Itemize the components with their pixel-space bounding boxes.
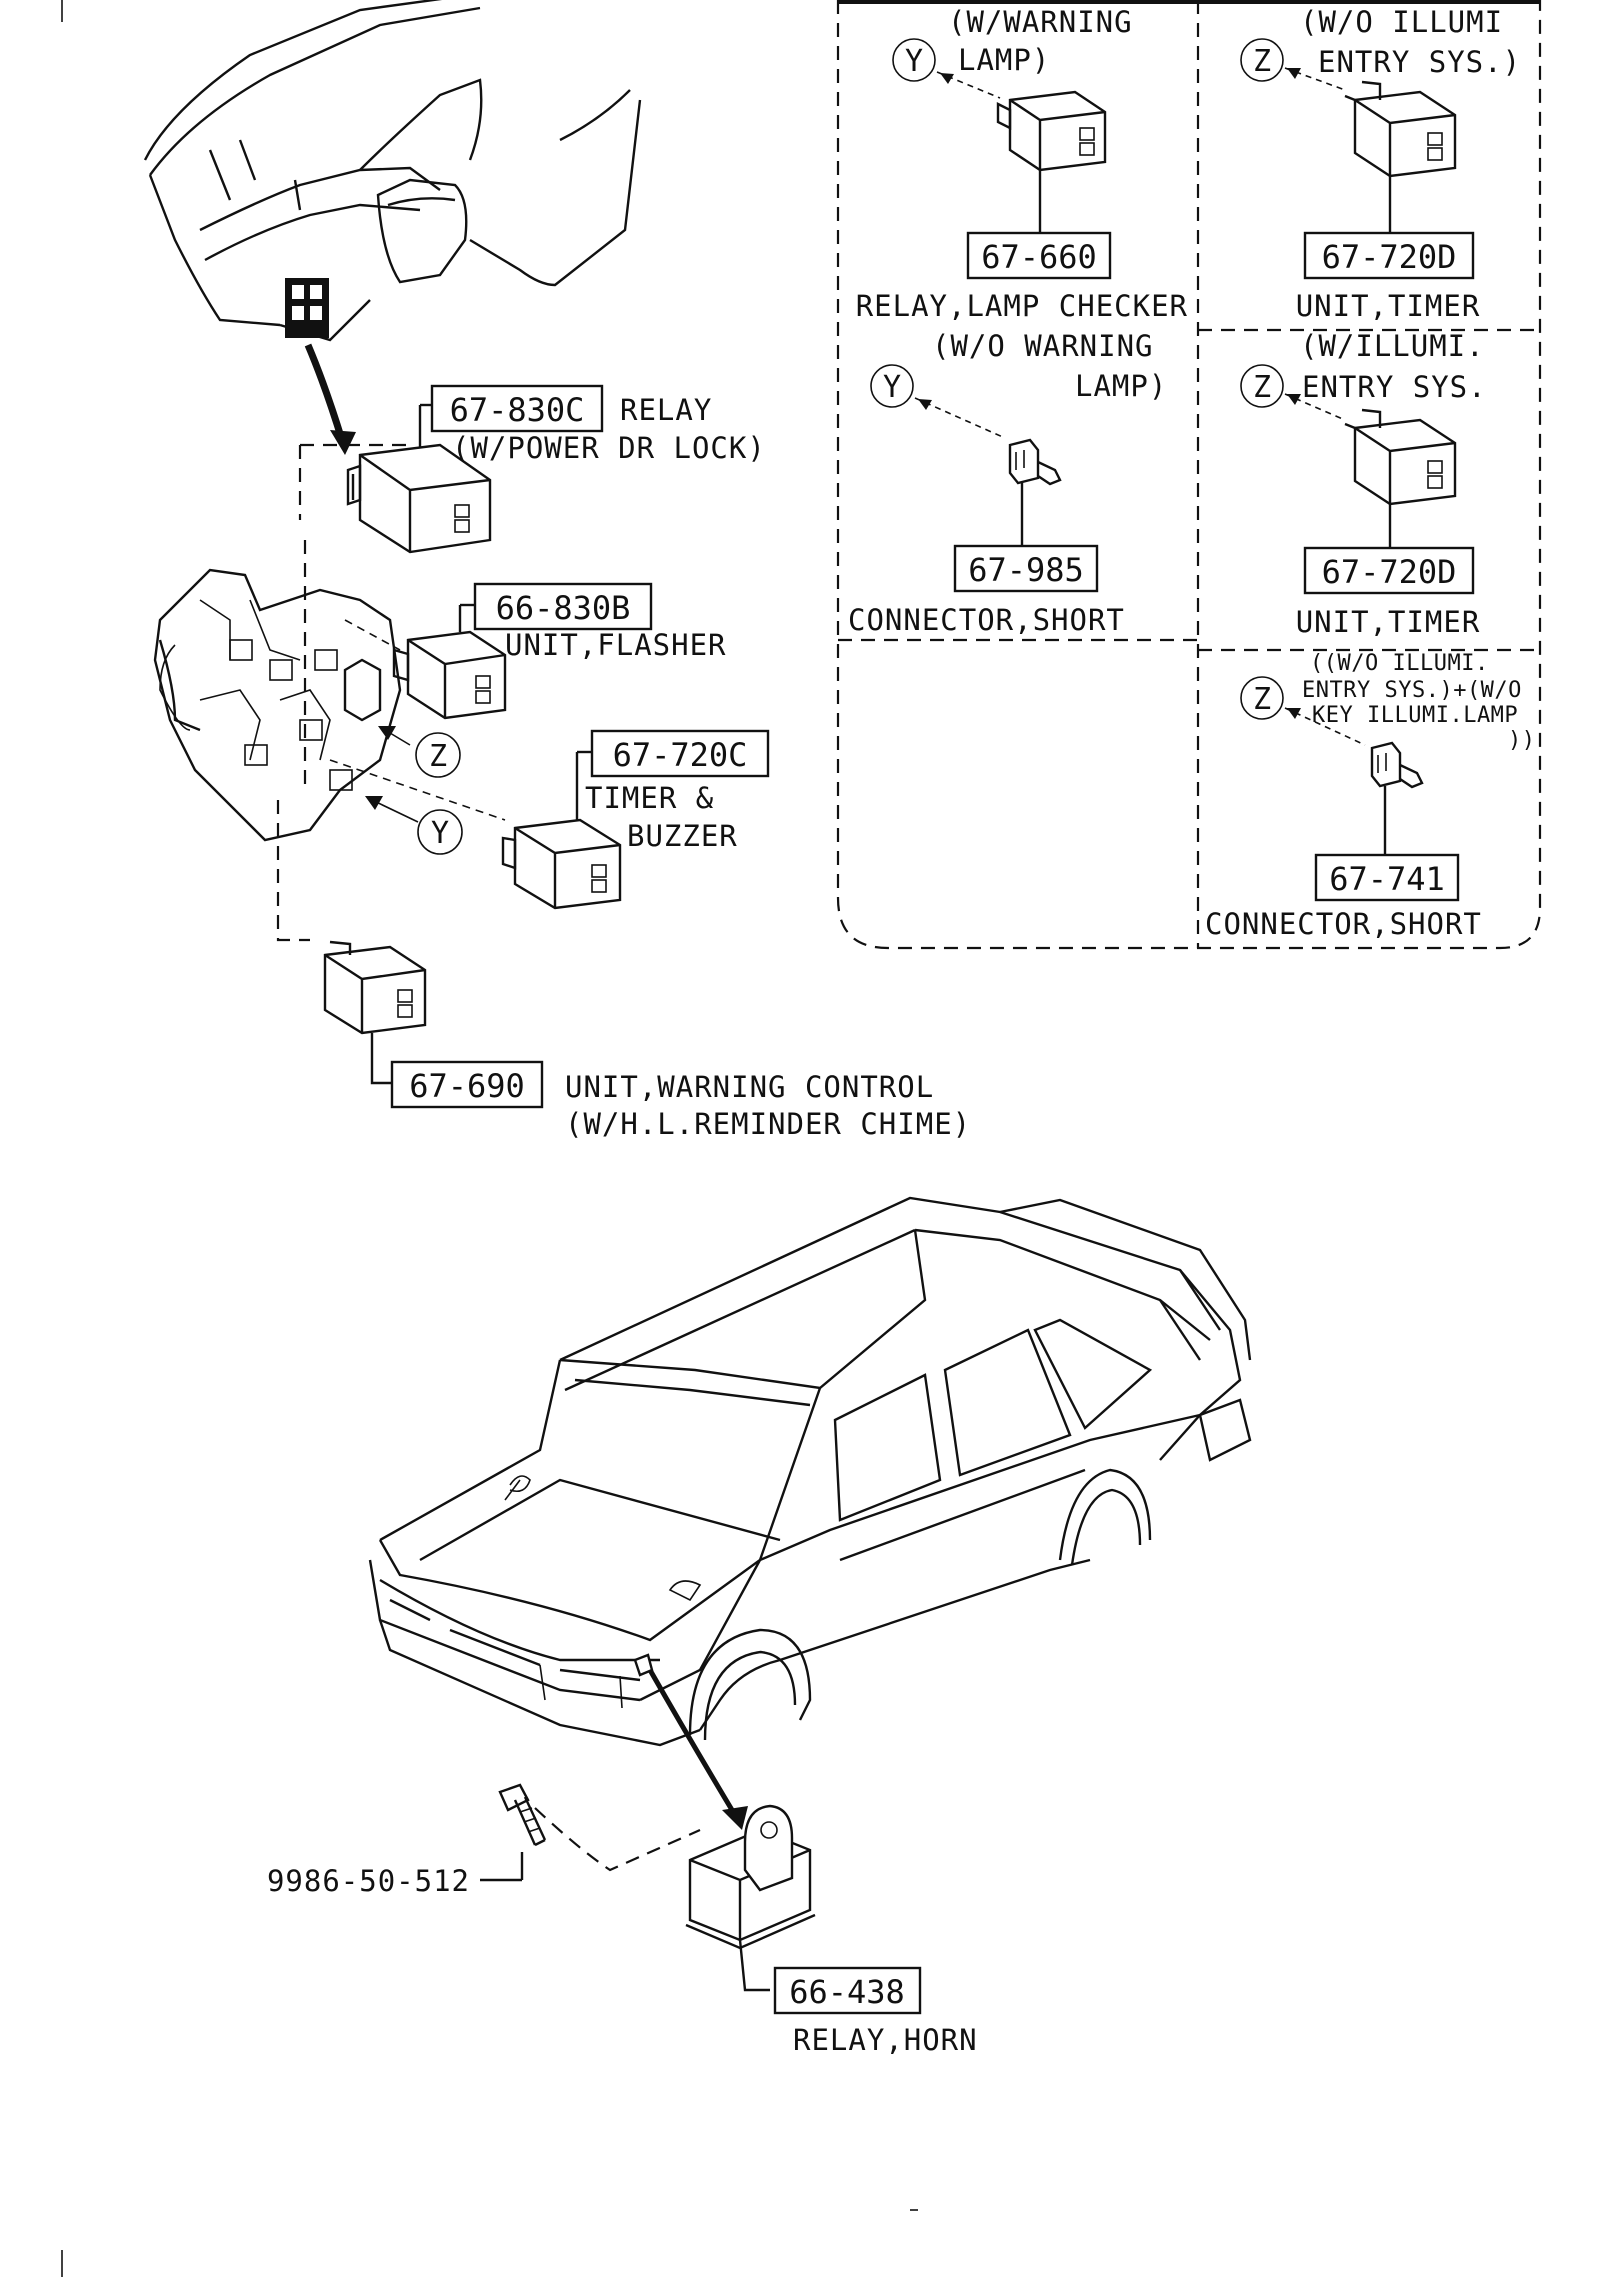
variant-connector-short-985: Y (W/O WARNING LAMP) 67-985 CONNECTOR,SH… (848, 329, 1167, 637)
part-number: 67-985 (968, 551, 1084, 589)
variant-relay-lamp-checker: Y (W/WARNING LAMP) 67-660 RELAY,LAMP CHE… (856, 5, 1188, 323)
part-name: UNIT,TIMER (1296, 605, 1481, 639)
part-name: CONNECTOR,SHORT (848, 603, 1125, 637)
marker-z-circle (1240, 364, 1284, 408)
marker-y: Y (883, 370, 901, 405)
marker-z-circle (1240, 676, 1284, 720)
variant-unit-timer-top: Z (W/O ILLUMI ENTRY SYS.) 67-720D UNIT,T… (1240, 5, 1521, 323)
condition-line-1: (W/ILLUMI. (1300, 329, 1485, 363)
short-connector-icon (1008, 438, 1062, 486)
part-number-box (1303, 546, 1475, 595)
marker-y: Y (905, 44, 923, 79)
part-number: 67-741 (1329, 860, 1445, 898)
part-number: 67-720D (1322, 553, 1457, 591)
marker-z: Z (429, 739, 447, 774)
junction-block-small-icon (285, 278, 329, 338)
part-number-box (773, 1966, 922, 2015)
marker-z-circle (415, 732, 461, 778)
part-number-box (1314, 853, 1460, 902)
part-number: 67-720D (1322, 238, 1457, 276)
marker-y-circle (892, 38, 936, 82)
condition-line-1: (W/WARNING (948, 5, 1133, 39)
condition-line-1: (W/O WARNING (932, 329, 1154, 363)
bolt: 9986-50-512 (267, 1783, 701, 1898)
marker-y-circle (870, 364, 914, 408)
unit-flasher: 66-830B UNIT,FLASHER (344, 582, 727, 720)
car-illustration (368, 1196, 1252, 1747)
unit-warning-control: 67-690 UNIT,WARNING CONTROL (W/H.L.REMIN… (323, 940, 971, 1141)
variant-connector-short-741: Z ((W/O ILLUMI. ENTRY SYS.)+(W/O KEY ILL… (1205, 651, 1536, 941)
part-number: 66-830B (496, 589, 631, 627)
part-number: 67-660 (981, 238, 1097, 276)
part-name: UNIT,WARNING CONTROL (565, 1070, 934, 1104)
part-number: 9986-50-512 (267, 1864, 470, 1898)
marker-z: Z (1253, 682, 1271, 717)
condition-line-2: ENTRY SYS.)+(W/O (1302, 678, 1522, 703)
part-number-box (1303, 231, 1475, 280)
part-name: RELAY,HORN (793, 2023, 978, 2057)
condition-line-3: KEY ILLUMI.LAMP (1312, 703, 1518, 728)
part-condition: (W/POWER DR LOCK) (452, 431, 766, 465)
part-number-box (473, 582, 653, 631)
short-connector-icon (1370, 741, 1424, 789)
part-number-box (430, 384, 604, 433)
part-name-line-2: BUZZER (627, 819, 738, 853)
part-number-box (390, 1060, 544, 1109)
condition-line-2: LAMP) (958, 43, 1050, 77)
marker-z-circle (1240, 38, 1284, 82)
condition-line-2: LAMP) (1075, 369, 1167, 403)
part-number: 67-830C (450, 391, 585, 429)
unit-timer-icon (1344, 408, 1457, 506)
marker-y-circle (417, 809, 463, 855)
horn-relay-leader (647, 1668, 738, 1817)
part-name: RELAY (620, 393, 712, 427)
part-condition: (W/H.L.REMINDER CHIME) (565, 1107, 971, 1141)
part-name: CONNECTOR,SHORT (1205, 907, 1482, 941)
part-number-box (590, 729, 770, 778)
part-name-line-1: TIMER & (585, 781, 714, 815)
part-number: 67-720C (613, 736, 748, 774)
unit-timer-icon (1344, 80, 1457, 178)
condition-line-1: ((W/O ILLUMI. (1310, 651, 1489, 676)
part-number: 66-438 (789, 1973, 905, 2011)
variant-inset-box (836, 0, 1542, 950)
timer-buzzer: 67-720C TIMER & BUZZER (329, 729, 770, 910)
dashboard-illustration (143, 0, 642, 455)
marker-z: Z (1253, 44, 1271, 79)
relay-horn: 66-438 RELAY,HORN (685, 1804, 978, 2057)
part-name: UNIT,TIMER (1296, 289, 1481, 323)
relay-power-dr-lock: 67-830C RELAY (W/POWER DR LOCK) (346, 384, 766, 554)
variant-unit-timer-mid: Z (W/ILLUMI. ENTRY SYS. 67-720D UNIT,TIM… (1240, 329, 1487, 639)
part-name: UNIT,FLASHER (505, 628, 727, 662)
marker-y: Y (431, 816, 449, 851)
part-number-box (966, 231, 1112, 280)
part-number: 67-690 (409, 1067, 525, 1105)
condition-line-1: (W/O ILLUMI (1300, 5, 1503, 39)
condition-line-2: ENTRY SYS.) (1318, 45, 1521, 79)
junction-markers: Z Y (365, 726, 463, 855)
relay-lamp-checker-icon (996, 90, 1107, 172)
condition-line-4: )) (1508, 728, 1536, 753)
junction-box-assembly (153, 443, 415, 942)
condition-line-2: ENTRY SYS. (1302, 370, 1487, 404)
part-name: RELAY,LAMP CHECKER (856, 289, 1188, 323)
marker-z: Z (1253, 370, 1271, 405)
horn-relay-arrow (722, 1806, 748, 1830)
part-number-box (953, 544, 1099, 593)
